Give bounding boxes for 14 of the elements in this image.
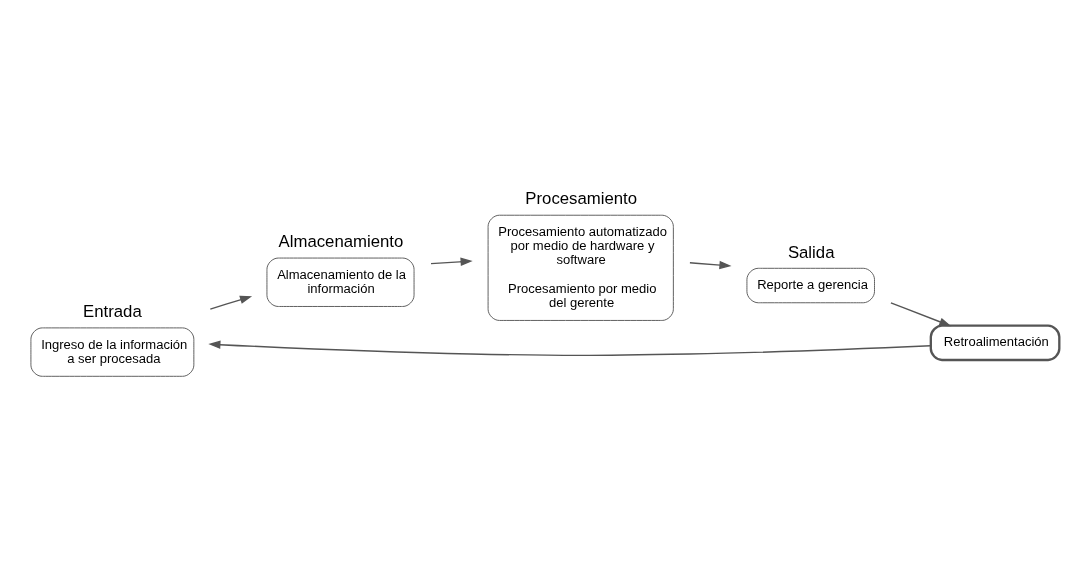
arrow: [208, 340, 932, 357]
node-label: Almacenamiento: [278, 232, 404, 252]
arrow: [689, 260, 732, 270]
node-box: Reporte a gerencia: [746, 267, 875, 304]
node-label: Salida: [787, 242, 835, 262]
node-label: Entrada: [83, 302, 142, 322]
node-box: Ingreso de la información a ser procesada: [30, 327, 195, 377]
node-label: Procesamiento: [525, 189, 638, 209]
node-box: Procesamiento automatizado por medio de hardware y software Procesamiento por medio del gerente: [487, 214, 674, 321]
arrow: [890, 302, 952, 327]
arrow: [209, 295, 253, 310]
arrow: [430, 257, 473, 266]
node-box: Almacenamiento de la información: [266, 257, 415, 307]
node-box: Retroalimentación: [929, 324, 1061, 362]
